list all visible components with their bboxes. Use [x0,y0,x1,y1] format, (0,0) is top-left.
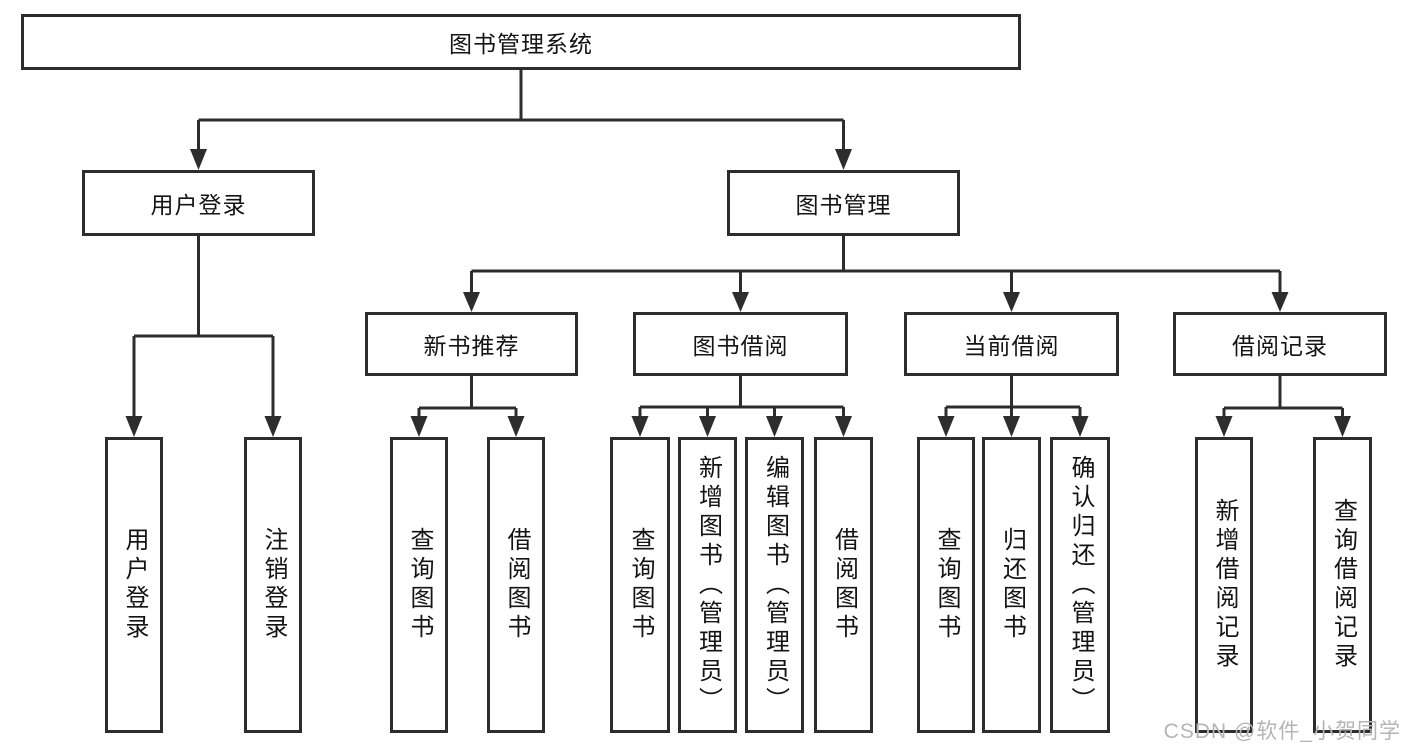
leaf-return-book: 归还图书 [982,437,1041,733]
node-root: 图书管理系统 [21,14,1021,70]
leaf-add-book-admin: 新增图书（管理员） [678,437,737,733]
node-book-borrow: 图书借阅 [633,312,848,376]
leaf-borrow-book: 借阅图书 [814,437,873,733]
node-book-management: 图书管理 [727,170,960,236]
leaf-borrow-query-book: 查询图书 [610,437,670,733]
watermark: CSDN @软件_小贺同学 [1163,720,1401,743]
node-new-book-recommend: 新书推荐 [365,312,578,376]
leaf-logout: 注销登录 [244,437,302,733]
leaf-current-query-book: 查询图书 [917,437,975,733]
leaf-edit-book-admin: 编辑图书（管理员） [745,437,804,733]
leaf-query-borrow-record: 查询借阅记录 [1313,437,1372,733]
node-user-login: 用户登录 [82,170,315,236]
node-borrow-record: 借阅记录 [1173,312,1387,376]
node-current-borrow: 当前借阅 [904,312,1119,376]
leaf-recommend-query-book: 查询图书 [390,437,448,733]
leaf-user-login: 用户登录 [105,437,163,733]
leaf-recommend-borrow-book: 借阅图书 [487,437,545,733]
leaf-confirm-return-admin: 确认归还（管理员） [1050,437,1110,733]
leaf-add-borrow-record: 新增借阅记录 [1195,437,1253,733]
